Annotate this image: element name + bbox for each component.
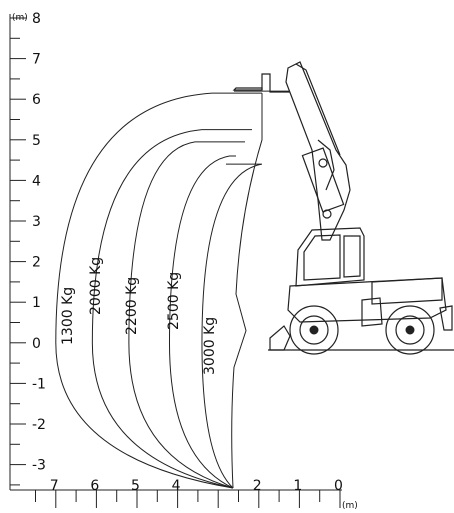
curve-label: 2000 Kg [88,257,104,315]
y-tick-label: -1 [32,376,46,392]
load-curve-2000-kg [91,129,252,489]
load-curve-1300-kg [55,92,262,489]
load-curve-2500-kg [168,155,236,489]
y-tick-label: 8 [32,11,41,27]
y-tick-label: 0 [32,336,41,352]
y-tick-label: 3 [32,214,41,230]
x-tick-label: 0 [334,478,343,494]
x-tick-label: 6 [90,478,99,494]
y-axis-unit: (m) [12,13,28,23]
axes: 8 7 6 5 4 3 2 1 0 -1 -2 -3 (m) 7 6 5 4 2 1 0 (m) [9,11,358,511]
y-tick-label: -2 [32,417,46,433]
x-axis-unit: (m) [342,501,358,511]
y-tick-label: 7 [32,52,41,68]
x-tick-label: 7 [50,478,59,494]
y-tick-label: 6 [32,92,41,108]
load-curves [55,90,290,489]
x-tick-label: 5 [131,478,140,494]
x-tick-label: 4 [172,478,181,494]
load-curve-3000-kg [201,163,263,489]
x-tick-label: 2 [253,478,262,494]
curve-label: 2200 Kg [124,277,140,335]
y-tick-label: 2 [32,255,41,271]
y-tick-label: 4 [32,173,41,189]
load-curve-2200-kg [128,141,245,489]
y-tick-label: -3 [32,458,46,474]
curve-label: 1300 Kg [60,287,76,345]
inner-limit-curve [231,93,263,489]
curve-label: 2500 Kg [166,272,182,330]
x-tick-label: 1 [293,478,302,494]
y-tick-label: 1 [32,295,41,311]
curve-label: 3000 Kg [202,317,218,375]
curve-labels: 1300 Kg 2000 Kg 2200 Kg 2500 Kg 3000 Kg [60,257,218,375]
y-tick-label: 5 [32,133,41,149]
telehandler-illustration [232,61,454,355]
